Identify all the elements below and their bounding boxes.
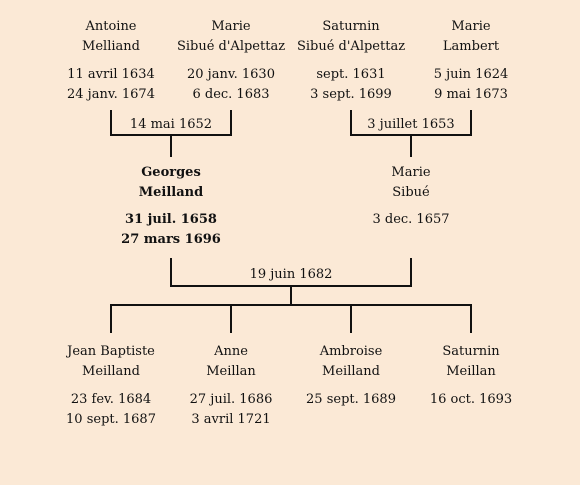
marriage-date-2: 3 juillet 1653 [367, 117, 455, 132]
child-3-name: Ambroise Meilland [281, 342, 421, 382]
child-2-dates: 27 juil. 1686 3 avril 1721 [161, 390, 301, 430]
grandparent-2-first: Marie [211, 19, 251, 34]
parent-2-last: Sibué [392, 185, 430, 200]
grandparent-4-birth: 5 juin 1624 [433, 67, 509, 82]
grandparent-2-name: Marie Sibué d'Alpettaz [161, 17, 301, 57]
grandparent-1-death: 24 janv. 1674 [67, 87, 155, 102]
parent-1-dates: 31 juil. 1658 27 mars 1696 [101, 210, 241, 250]
child-4-name: Saturnin Meillan [401, 342, 541, 382]
child-3-last: Meilland [322, 364, 380, 379]
parent-1-birth: 31 juil. 1658 [125, 212, 217, 227]
child-1-name: Jean Baptiste Meilland [41, 342, 181, 382]
grandparent-3-death: 3 sept. 1699 [310, 87, 392, 102]
grandparent-4-death: 9 mai 1673 [434, 87, 508, 102]
child-2-name: Anne Meillan [161, 342, 301, 382]
parent-2-birth: 3 dec. 1657 [372, 212, 450, 227]
parent-2-first: Marie [391, 165, 431, 180]
child-2-birth: 27 juil. 1686 [189, 392, 273, 407]
child-4-first: Saturnin [442, 344, 500, 359]
grandparent-1-name: Antoine Melliand [41, 17, 181, 57]
grandparent-3-name: Saturnin Sibué d'Alpettaz [281, 17, 421, 57]
parent-2-dates: 3 dec. 1657 [341, 210, 481, 230]
grandparent-1-last: Melliand [82, 39, 140, 54]
marriage-date-parents: 19 juin 1682 [249, 267, 333, 282]
marriage-date-1: 14 mai 1652 [129, 117, 213, 132]
child-1-death: 10 sept. 1687 [66, 412, 156, 427]
grandparent-2-death: 6 dec. 1683 [192, 87, 270, 102]
grandparent-3-birth: sept. 1631 [316, 67, 386, 82]
child-2-last: Meillan [206, 364, 256, 379]
grandparent-3-dates: sept. 1631 3 sept. 1699 [281, 65, 421, 105]
grandparent-1-first: Antoine [85, 19, 137, 34]
grandparent-3-first: Saturnin [322, 19, 380, 34]
parent-1-death: 27 mars 1696 [121, 232, 221, 247]
child-1-first: Jean Baptiste [67, 344, 155, 359]
child-3-first: Ambroise [319, 344, 383, 359]
parent-1-name: Georges Meilland [101, 163, 241, 203]
child-2-first: Anne [214, 344, 248, 359]
grandparent-1-dates: 11 avril 1634 24 janv. 1674 [41, 65, 181, 105]
grandparent-4-first: Marie [451, 19, 491, 34]
grandparent-4-dates: 5 juin 1624 9 mai 1673 [401, 65, 541, 105]
grandparent-2-birth: 20 janv. 1630 [187, 67, 275, 82]
grandparent-3-last: Sibué d'Alpettaz [296, 39, 406, 54]
child-4-dates: 16 oct. 1693 [401, 390, 541, 410]
child-1-dates: 23 fev. 1684 10 sept. 1687 [41, 390, 181, 430]
child-1-last: Meilland [82, 364, 140, 379]
parent-1-first: Georges [141, 165, 201, 180]
grandparent-4-last: Lambert [442, 39, 500, 54]
grandparent-2-last: Sibué d'Alpettaz [176, 39, 286, 54]
child-4-birth: 16 oct. 1693 [429, 392, 513, 407]
child-3-birth: 25 sept. 1689 [306, 392, 396, 407]
grandparent-2-dates: 20 janv. 1630 6 dec. 1683 [161, 65, 301, 105]
child-2-death: 3 avril 1721 [191, 412, 271, 427]
child-4-last: Meillan [446, 364, 496, 379]
child-1-birth: 23 fev. 1684 [70, 392, 152, 407]
parent-1-last: Meilland [138, 185, 204, 200]
parent-2-name: Marie Sibué [341, 163, 481, 203]
child-3-dates: 25 sept. 1689 [281, 390, 421, 410]
grandparent-1-birth: 11 avril 1634 [67, 67, 155, 82]
grandparent-4-name: Marie Lambert [401, 17, 541, 57]
